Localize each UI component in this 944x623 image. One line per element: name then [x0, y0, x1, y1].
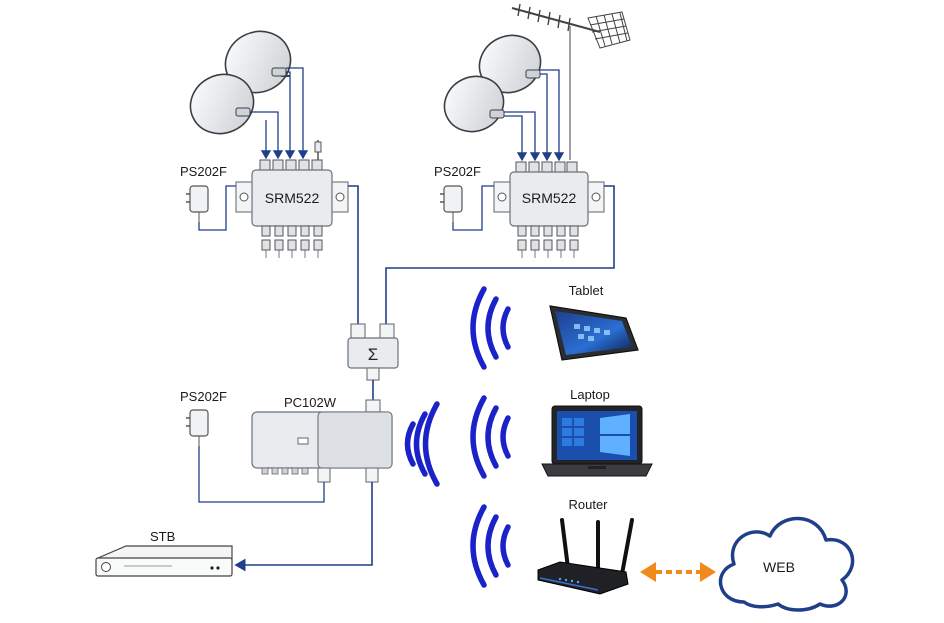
- combiner-symbol: Σ: [368, 345, 379, 364]
- laptop-device: [541, 405, 653, 477]
- cable-psu-to-amplifier: [198, 446, 325, 503]
- laptop-label: Laptop: [570, 387, 610, 402]
- wifi-waves-router: [470, 504, 511, 588]
- satellite-dish-left-lower: [189, 73, 255, 135]
- power-supply-bottom: [186, 409, 209, 446]
- tablet-device: [549, 305, 639, 361]
- set-top-box: [95, 545, 233, 577]
- wifi-waves-tablet: [470, 286, 511, 370]
- router-label: Router: [568, 497, 608, 512]
- tablet-label: Tablet: [569, 283, 604, 298]
- multiswitch-left-label: SRM522: [265, 190, 320, 206]
- amplifier-pc102w: [251, 399, 393, 483]
- web-cloud: [718, 516, 855, 612]
- combiner: [347, 323, 399, 381]
- psu-bottom-label: PS202F: [180, 389, 227, 404]
- psu-right-label: PS202F: [434, 164, 481, 179]
- power-supply-right: [440, 185, 463, 222]
- psu-left-label: PS202F: [180, 164, 227, 179]
- cable-right-switch-to-combiner: [385, 185, 615, 324]
- multiswitch-right: [493, 161, 605, 258]
- multiswitch-left: [235, 159, 349, 258]
- terrestrial-antenna: [511, 3, 631, 160]
- cloud-label: WEB: [763, 559, 795, 575]
- cable-left-switch-to-combiner: [348, 185, 359, 324]
- power-supply-left: [186, 185, 209, 222]
- satellite-dish-left-upper: [224, 30, 292, 94]
- amplifier-label: PC102W: [284, 395, 337, 410]
- cable-amplifier-to-stb: [234, 482, 373, 572]
- lnb-cables-right: [504, 69, 565, 162]
- wifi-waves-laptop: [470, 395, 511, 479]
- stb-label: STB: [150, 529, 175, 544]
- lnb-cables-left: [250, 67, 322, 160]
- router-device: [537, 518, 634, 595]
- multiswitch-right-label: SRM522: [522, 190, 577, 206]
- wifi-waves-amplifier: [404, 401, 440, 487]
- satellite-dish-right-lower: [443, 75, 505, 133]
- web-link-arrow: [640, 562, 716, 582]
